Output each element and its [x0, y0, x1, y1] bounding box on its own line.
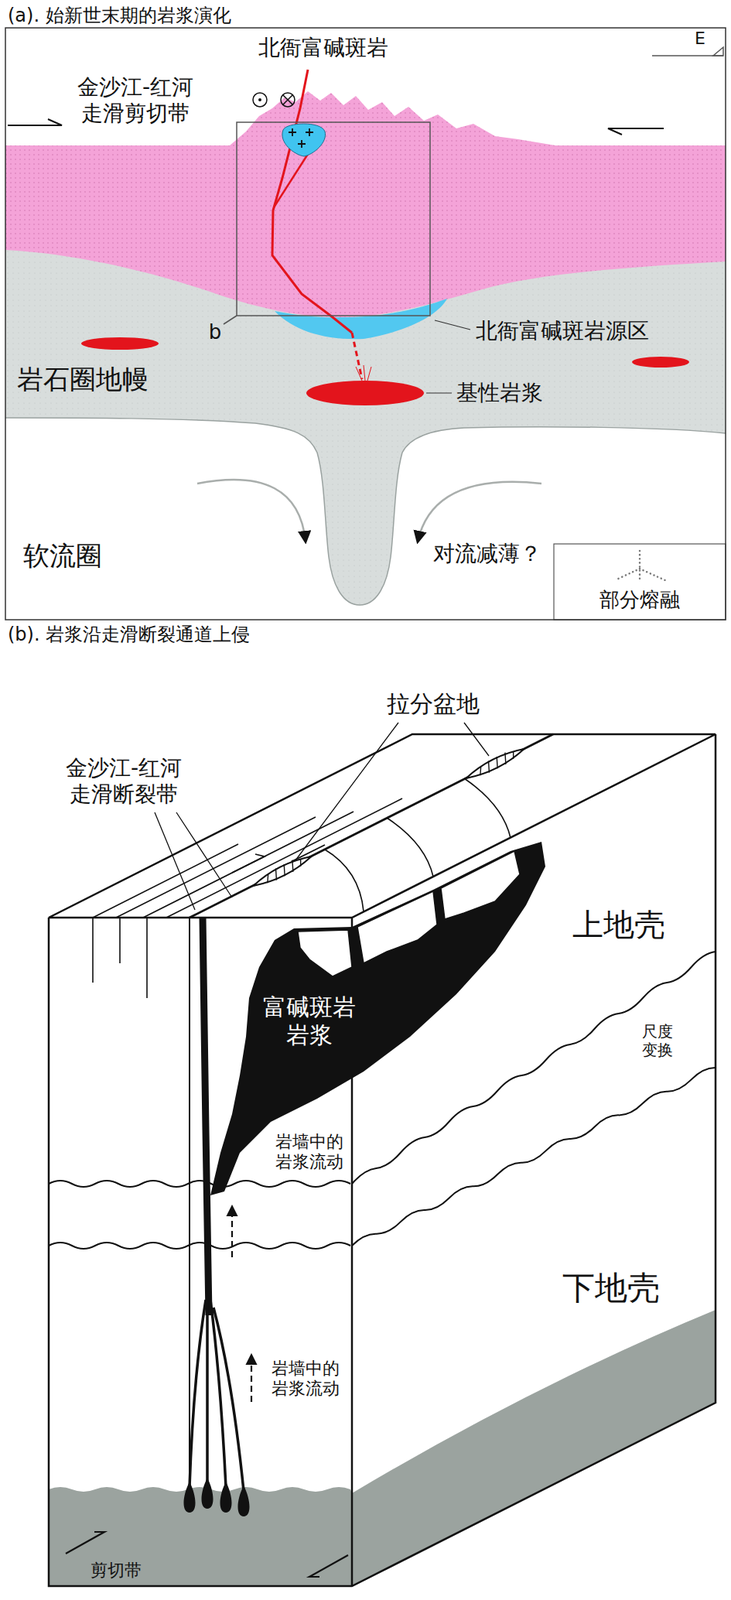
inset-letter: b: [208, 320, 223, 345]
dike-bundle: [189, 1299, 244, 1491]
direction-label: E: [694, 28, 706, 49]
layer-label: 上地壳: [572, 905, 666, 943]
basin-outline: [464, 744, 527, 783]
magma-chamber: [210, 841, 546, 1196]
layer-label: 岩石圈地幔: [17, 363, 149, 396]
block-outline: [48, 734, 716, 1586]
intrusion-label: 北衙富碱斑岩: [258, 34, 389, 62]
legend-box: [553, 543, 726, 620]
source-region: [274, 298, 448, 339]
leader-line: [434, 320, 471, 330]
magma-label: 富碱斑岩 岩浆: [258, 993, 361, 1049]
shear-arrow: [608, 128, 664, 135]
into-page-symbol: [280, 92, 295, 107]
shear-arrow: [7, 119, 62, 126]
fault-zone-label: 金沙江-红河 走滑剪切带: [72, 74, 199, 127]
shear-zone-band: [48, 1486, 352, 1586]
fault-branch: [273, 151, 310, 208]
cliff-line: [92, 917, 147, 998]
orientation-mark: [713, 47, 724, 56]
fault-trace: [272, 69, 352, 333]
source-label: 北衙富碱斑岩源区: [475, 317, 650, 345]
porphyry-body: [282, 123, 326, 157]
crust-boundary-wave: [48, 1242, 351, 1249]
block-top-face: [48, 734, 716, 918]
magma-flow-arrow: [231, 1206, 233, 1258]
into-page-cross: [283, 95, 293, 105]
fault-zone-label: 金沙江-红河 走滑断裂带: [61, 754, 187, 807]
legend-label: 部分熔融: [599, 587, 680, 612]
mafic-magma: [306, 380, 424, 406]
flow-label: 岩墙中的 岩浆流动: [268, 1358, 344, 1400]
leader-line: [295, 722, 489, 861]
pull-apart-basin: [463, 744, 527, 783]
panel-heading: (a). 始新世末期的岩浆演化: [7, 4, 232, 28]
partial-melting-symbol: [614, 550, 666, 582]
inset-leader: [223, 315, 237, 325]
stoped-block: [297, 929, 352, 977]
dike: [202, 917, 209, 1316]
panel-frame: [5, 27, 726, 620]
out-of-page-dot: [258, 98, 262, 102]
magma-flow-arrow: [250, 1355, 253, 1402]
magma-label: 基性岩浆: [456, 379, 544, 407]
mafic-magma-small: [631, 356, 690, 368]
leader-line: [154, 812, 233, 910]
basin-outline: [251, 852, 314, 891]
magma-root: [184, 1477, 250, 1517]
pull-apart-basin: [250, 851, 314, 891]
mafic-magma-small: [81, 337, 159, 350]
crust-boundary-wave: [351, 1067, 716, 1246]
stoped-block: [440, 850, 520, 919]
melt-hairline: [355, 365, 372, 381]
stoped-block: [357, 891, 438, 964]
shear-label: 剪切带: [90, 1560, 142, 1581]
granite-symbol: [288, 128, 314, 148]
layer-label: 软流圈: [23, 539, 103, 572]
inset-frame: [236, 122, 431, 316]
layer-label: 下地壳: [562, 1268, 660, 1308]
process-label: 对流减薄？: [433, 540, 542, 568]
out-of-page-symbol: [252, 92, 267, 107]
slip-arrow: [232, 853, 265, 873]
shear-arrow: [65, 1531, 105, 1554]
convection-arrow: [417, 481, 542, 542]
fault-plane: [188, 917, 191, 1474]
flow-label: 岩墙中的 岩浆流动: [272, 1131, 348, 1173]
shear-arrow: [309, 1554, 349, 1577]
basin-hatch: [263, 856, 305, 885]
fault-trace-dashed: [351, 332, 363, 380]
basin-hatch: [475, 748, 517, 777]
panel-heading: (b). 岩浆沿走滑断裂通道上侵: [7, 623, 250, 646]
transition-label: 尺度 变换: [638, 1021, 677, 1059]
basin-label: 拉分盆地: [386, 690, 480, 718]
convection-arrow: [197, 479, 306, 542]
crust-boundary-wave: [48, 1180, 351, 1187]
shear-zone-band: [351, 1309, 716, 1586]
leader-line: [426, 392, 452, 393]
